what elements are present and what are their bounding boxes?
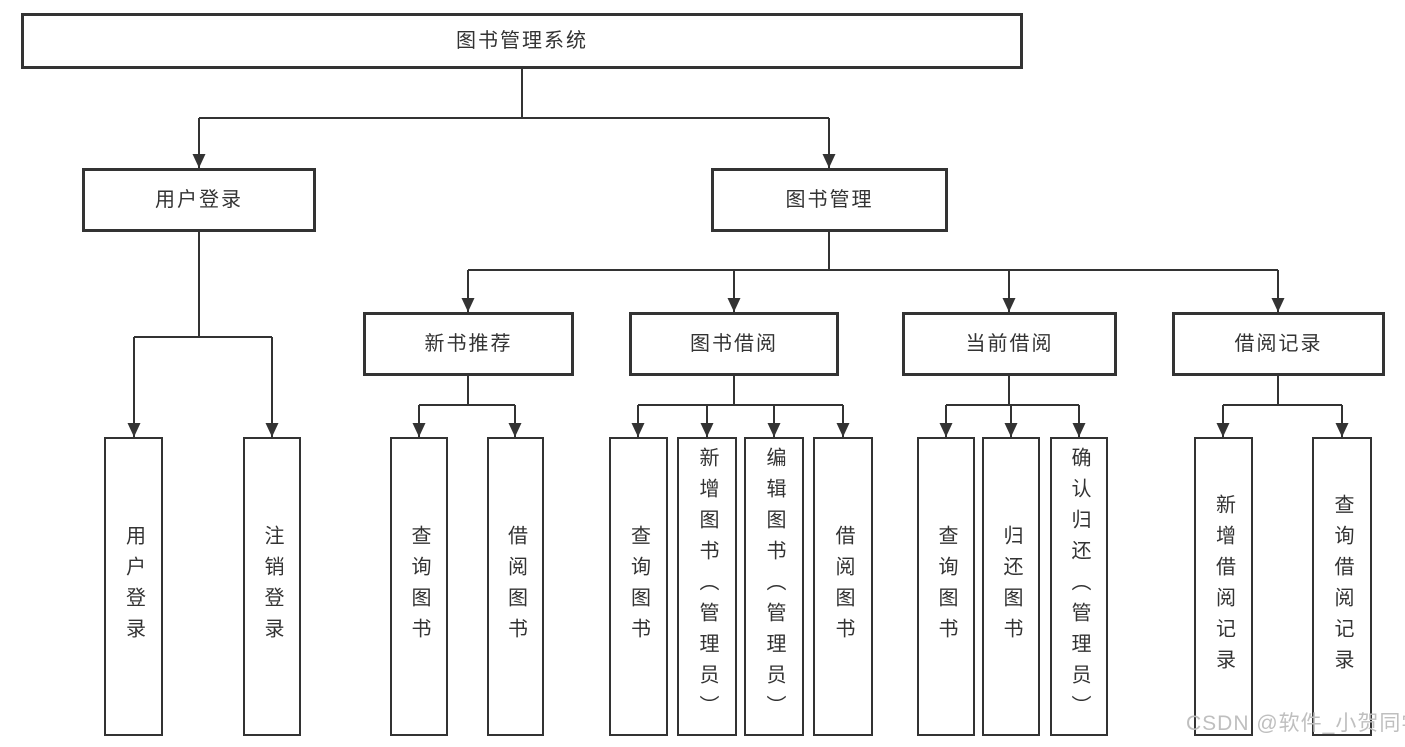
node-current-borrow: 当前借阅 [902,312,1117,376]
leaf-add-borrow-record: 新增借阅记录 [1194,437,1253,736]
new-book-rail-line [419,376,515,406]
leaf-user-login: 用户登录 [104,437,163,736]
current-borrow-rail-line [946,376,1079,406]
leaf-logout: 注销登录 [243,437,301,736]
leaf-query-books-2: 查询图书 [609,437,668,736]
leaf-query-books-1: 查询图书 [390,437,448,736]
connector-arrows [127,118,1349,437]
leaf-return-book: 归还图书 [982,437,1040,736]
leaf-borrow-books-1: 借阅图书 [487,437,544,736]
node-book-borrow: 图书借阅 [629,312,839,376]
csdn-watermark: CSDN @软件_小贺同学 [1186,712,1405,735]
node-new-book-recommend: 新书推荐 [363,312,574,376]
leaf-query-borrow-record: 查询借阅记录 [1312,437,1372,736]
node-book-management: 图书管理 [711,168,948,232]
node-borrow-records: 借阅记录 [1172,312,1385,376]
leaf-edit-book-admin: 编辑图书（管理员） [744,437,804,736]
leaf-add-book-admin: 新增图书（管理员） [677,437,737,736]
node-root-system: 图书管理系统 [21,13,1023,69]
leaf-borrow-books-2: 借阅图书 [813,437,873,736]
leaf-query-books-3: 查询图书 [917,437,975,736]
leaf-confirm-return-admin: 确认归还（管理员） [1050,437,1108,736]
book-borrow-rail-line [638,376,843,406]
borrow-record-rail-line [1223,376,1342,406]
node-user-login: 用户登录 [82,168,316,232]
